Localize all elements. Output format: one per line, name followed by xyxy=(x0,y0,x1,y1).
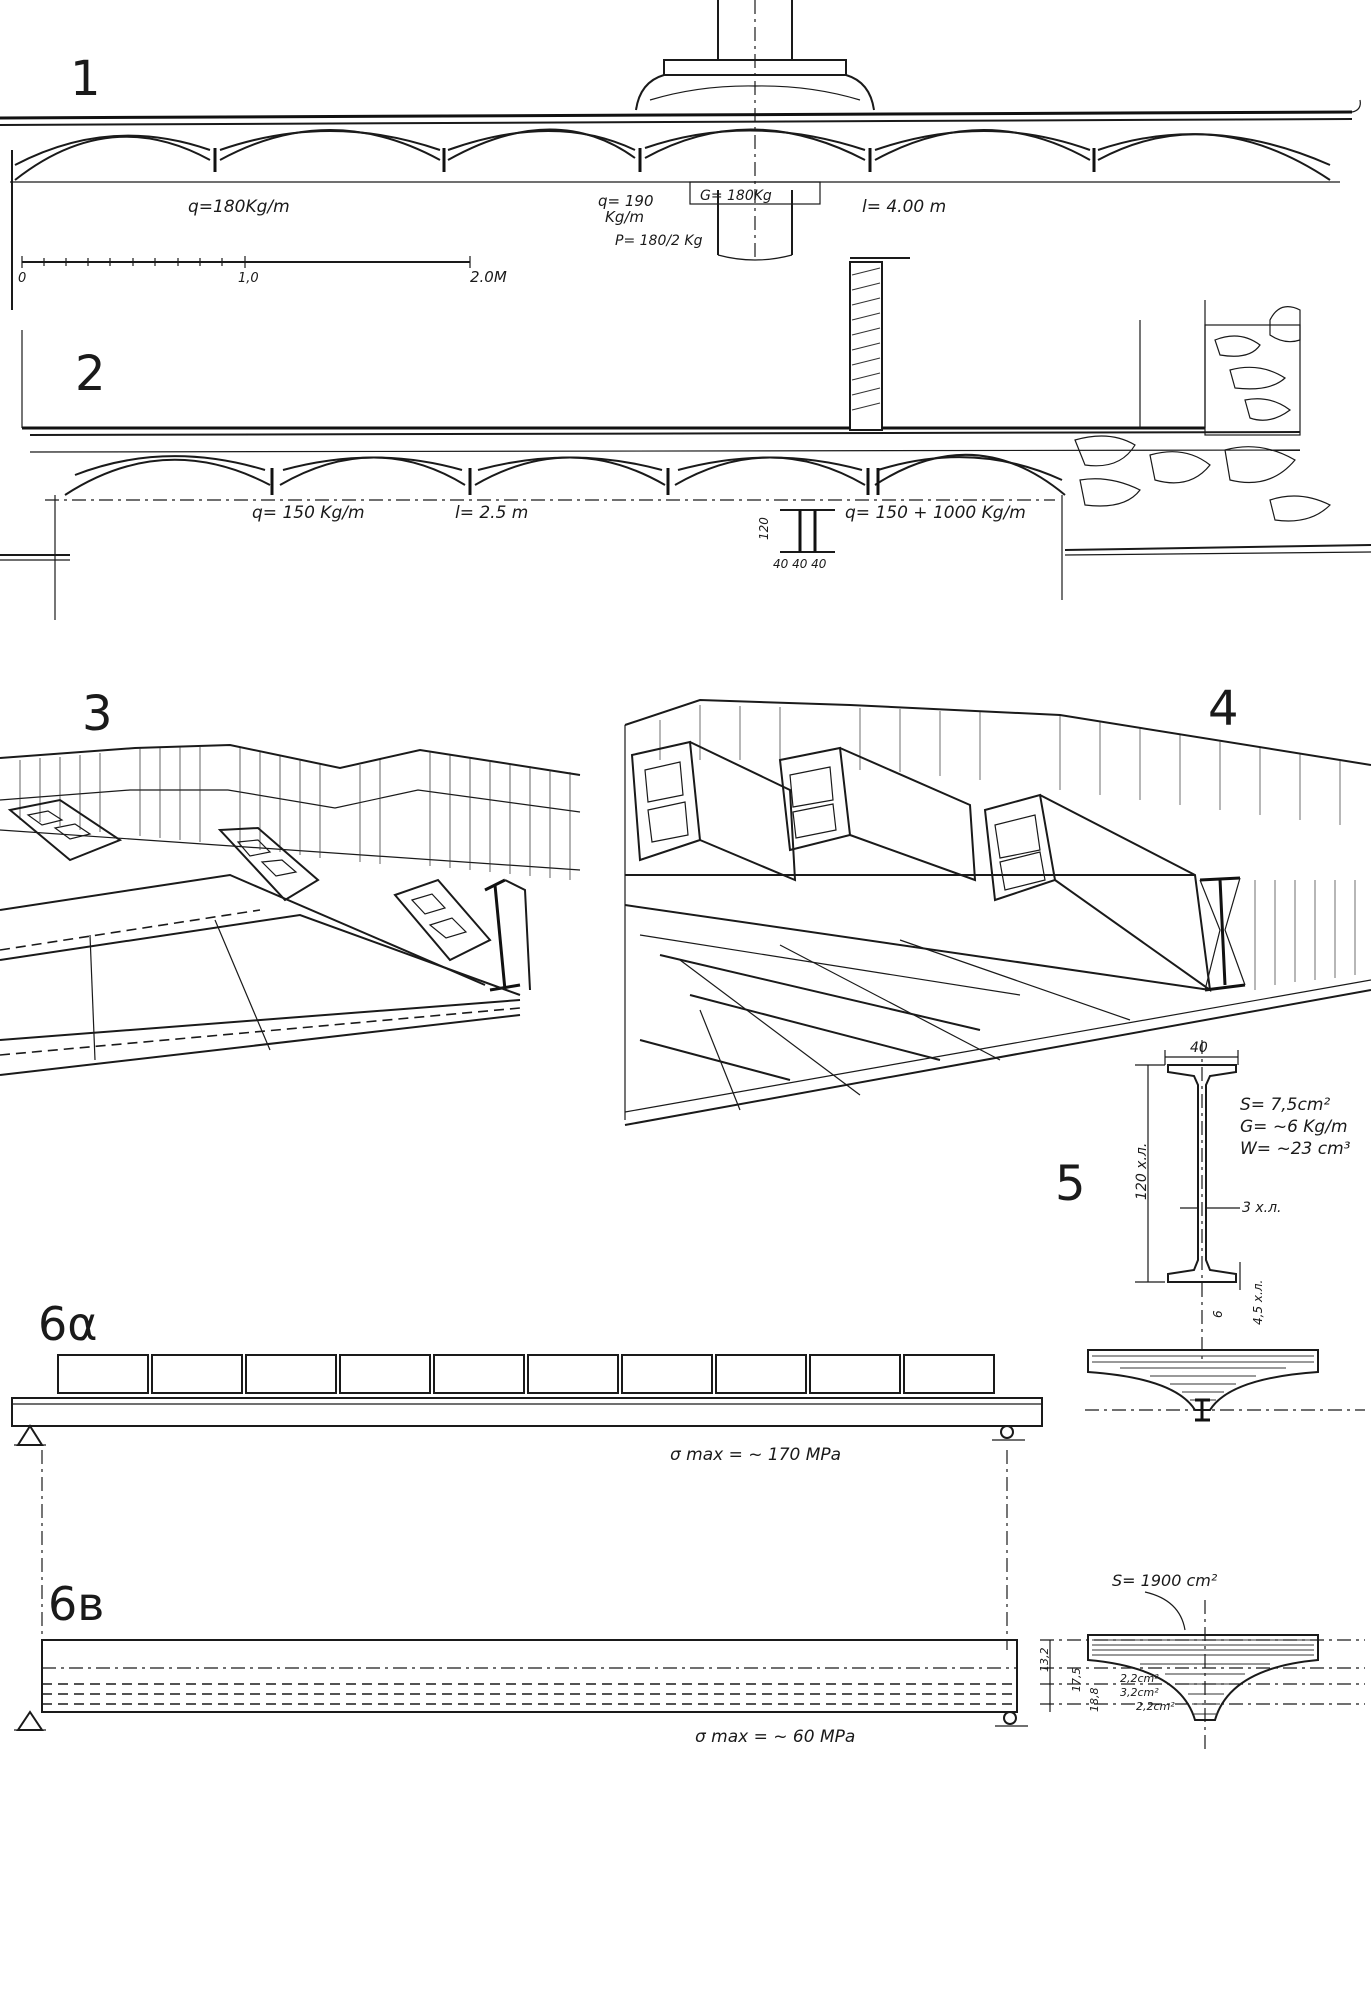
fig5-web-dim: 3 x.л. xyxy=(1242,1200,1282,1216)
fig3-hollow-blocks xyxy=(7,798,492,962)
figure-5-number: 5 xyxy=(1055,1156,1086,1212)
fig4-hollow-blocks xyxy=(630,740,1212,993)
fig6a-cross-section xyxy=(1085,1349,1365,1422)
fig1-q-left: q=180Kg/m xyxy=(188,197,290,217)
fig6b-dim-1: 13,2 xyxy=(1038,1648,1051,1673)
figure-3-perspective-left: 3 xyxy=(0,686,581,1076)
figure-4-perspective-right: 4 xyxy=(624,681,1371,1126)
figure-6b-number: 6в xyxy=(48,1577,104,1631)
scale-one: 1,0 xyxy=(238,271,259,286)
scale-two: 2.0M xyxy=(470,268,507,286)
figure-5-i-section: 5 40 120 x.л. 3 x.л. 4,5 x.л. 6 S= 7,5cm… xyxy=(1055,1040,1365,1422)
fig1-load-p: P= 180/2 Kg xyxy=(615,233,703,249)
fig5-six: 6 xyxy=(1211,1310,1225,1318)
fig2-dim-width: 40 40 40 xyxy=(773,557,827,571)
figure-4-number: 4 xyxy=(1208,681,1239,737)
fig6b-area: S= 1900 cm² xyxy=(1112,1571,1218,1590)
fig5-height-dim: 120 x.л. xyxy=(1134,1143,1150,1200)
fig1-q-mid-top: q= 190 xyxy=(598,192,654,210)
fig2-span: l= 2.5 m xyxy=(455,503,528,523)
fig1-span: l= 4.00 m xyxy=(862,197,946,217)
fig6a-blocks xyxy=(57,1354,995,1394)
fig6b-area-3: 2,2cm² xyxy=(1136,1700,1175,1713)
fig6b-area-2: 3,2cm² xyxy=(1120,1686,1159,1699)
fig6b-area-1: 2,2cm² xyxy=(1120,1672,1159,1685)
figure-2-vault-section: 2 xyxy=(0,257,1371,620)
fig2-q-right: q= 150 + 1000 Kg/m xyxy=(845,503,1026,523)
fig5-modulus: W= ~23 cm³ xyxy=(1240,1139,1351,1159)
figure-6a-number: 6α xyxy=(38,1297,98,1351)
figure-6b-beam: 6в σ max = ~ 60 MPa S= 1900 xyxy=(14,1571,1365,1750)
fig2-stone-wall xyxy=(1074,306,1332,522)
figure-6a-beam: 6α σ max = ~ 170 MPa xyxy=(11,1297,1043,1650)
figure-1-vault-section: 1 xyxy=(0,0,1361,310)
figure-3-number: 3 xyxy=(82,686,113,742)
fig6b-cross-section: S= 1900 cm² 13,2 17,5 18,8 2,2cm² 3,2cm²… xyxy=(1038,1571,1365,1750)
fig2-vault-arches xyxy=(64,453,1066,496)
fig6b-dim-3: 18,8 xyxy=(1088,1688,1101,1713)
fig5-weight: G= ~6 Kg/m xyxy=(1240,1117,1348,1137)
fig5-flange-thick: 4,5 x.л. xyxy=(1251,1280,1265,1325)
fig1-load-g: G= 180Kg xyxy=(700,188,772,204)
fig6b-dim-2: 17,5 xyxy=(1070,1668,1083,1693)
fig2-dim-height: 120 xyxy=(757,517,771,540)
fig5-area: S= 7,5cm² xyxy=(1240,1095,1330,1115)
figure-1-number: 1 xyxy=(70,51,101,107)
fig2-q-left: q= 150 Kg/m xyxy=(252,503,365,523)
fig1-scale-bar: 0 1,0 2.0M xyxy=(18,256,507,286)
scale-zero: 0 xyxy=(18,271,26,286)
fig2-i-beam-detail: 120 40 40 40 xyxy=(757,509,835,571)
figure-2-number: 2 xyxy=(75,346,106,402)
fig6b-stress: σ max = ~ 60 MPa xyxy=(695,1727,855,1747)
fig1-vault-arches xyxy=(14,128,1331,181)
fig1-q-mid-unit: Kg/m xyxy=(605,208,644,226)
fig6a-stress: σ max = ~ 170 MPa xyxy=(670,1445,841,1465)
fig5-flange-width: 40 xyxy=(1190,1040,1208,1056)
